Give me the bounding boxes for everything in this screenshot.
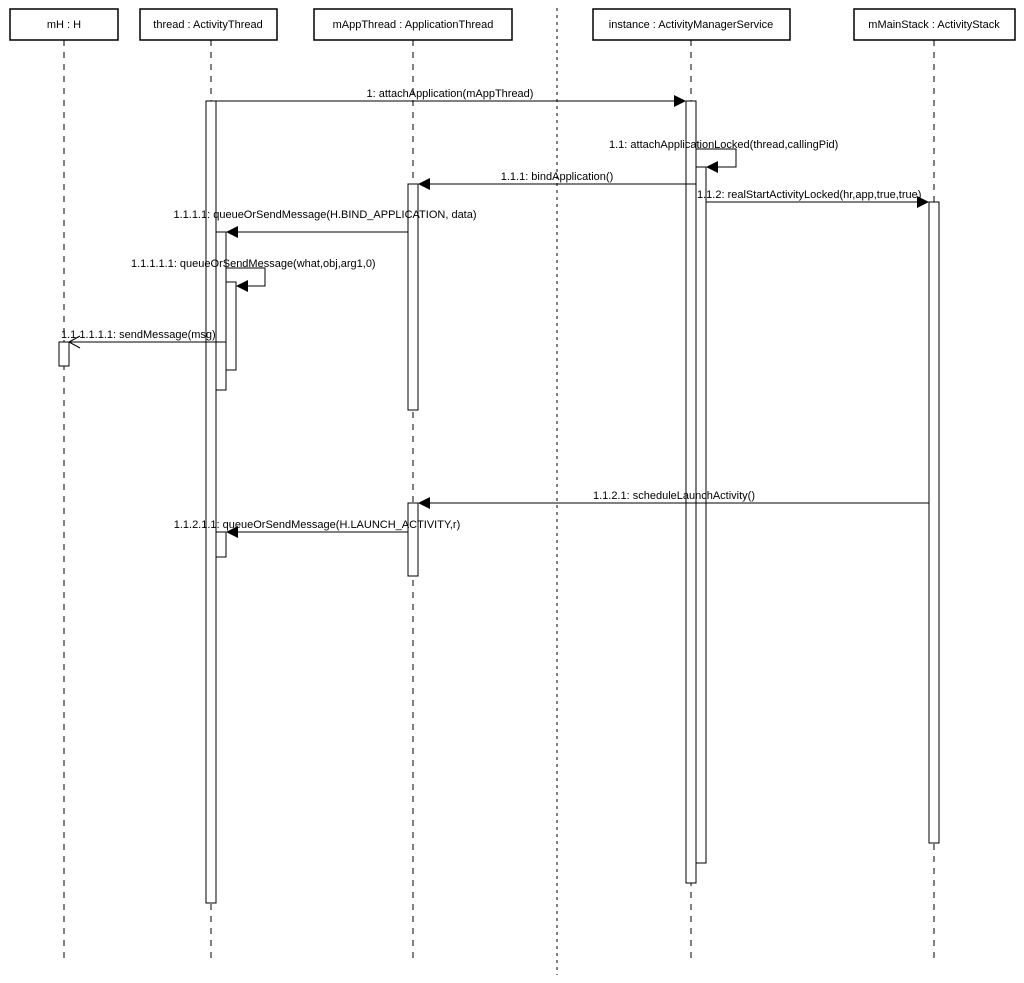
message-1-1-2: 1.1.2: realStartActivityLocked(hr,app,tr…: [697, 189, 929, 208]
message-1-1: 1.1: attachApplicationLocked(thread,call…: [609, 139, 838, 173]
message-label: 1.1: attachApplicationLocked(thread,call…: [609, 139, 838, 151]
message-label: 1: attachApplication(mAppThread): [367, 88, 534, 100]
message-1-1-2-1-1: 1.1.2.1.1: queueOrSendMessage(H.LAUNCH_A…: [174, 519, 461, 538]
activation-thread-nested-2: [225, 281, 237, 371]
activation-mAppThread-2: [407, 502, 419, 577]
participant-label: instance : ActivityManagerService: [609, 19, 773, 31]
participant-mAppThread: mAppThread : ApplicationThread: [313, 8, 513, 41]
message-1-1-1-1-1-1: 1.1.1.1.1.1: sendMessage(msg): [61, 329, 226, 349]
activation-thread-nested-3: [215, 531, 227, 558]
message-1-1-1-1-1: 1.1.1.1.1: queueOrSendMessage(what,obj,a…: [131, 258, 376, 292]
message-label: 1.1.2: realStartActivityLocked(hr,app,tr…: [697, 189, 921, 201]
message-label: 1.1.1.1.1.1: sendMessage(msg): [61, 329, 216, 341]
participant-mH: mH : H: [9, 8, 119, 41]
activation-thread: [205, 100, 217, 904]
message-label: 1.1.1: bindApplication(): [501, 171, 614, 183]
activation-mH: [58, 341, 70, 367]
message-label: 1.1.2.1: scheduleLaunchActivity(): [593, 490, 755, 502]
message-label: 1.1.1.1: queueOrSendMessage(H.BIND_APPLI…: [173, 209, 476, 221]
message-1-1-2-1: 1.1.2.1: scheduleLaunchActivity(): [418, 490, 929, 509]
participant-ams: instance : ActivityManagerService: [592, 8, 791, 41]
activation-stack: [928, 201, 940, 844]
message-1: 1: attachApplication(mAppThread): [216, 88, 686, 107]
participant-thread: thread : ActivityThread: [139, 8, 278, 41]
participant-label: thread : ActivityThread: [153, 19, 262, 31]
message-1-1-1: 1.1.1: bindApplication(): [418, 171, 696, 190]
participant-label: mAppThread : ApplicationThread: [333, 19, 494, 31]
message-label: 1.1.1.1.1: queueOrSendMessage(what,obj,a…: [131, 258, 376, 270]
message-1-1-1-1: 1.1.1.1: queueOrSendMessage(H.BIND_APPLI…: [173, 209, 477, 238]
participant-label: mH : H: [47, 19, 81, 31]
activation-thread-nested: [215, 231, 227, 391]
activation-mAppThread: [407, 183, 419, 411]
activation-ams-nested: [695, 166, 707, 864]
participant-stack: mMainStack : ActivityStack: [853, 8, 1016, 41]
message-label: 1.1.2.1.1: queueOrSendMessage(H.LAUNCH_A…: [174, 519, 461, 531]
participant-label: mMainStack : ActivityStack: [868, 19, 1000, 31]
